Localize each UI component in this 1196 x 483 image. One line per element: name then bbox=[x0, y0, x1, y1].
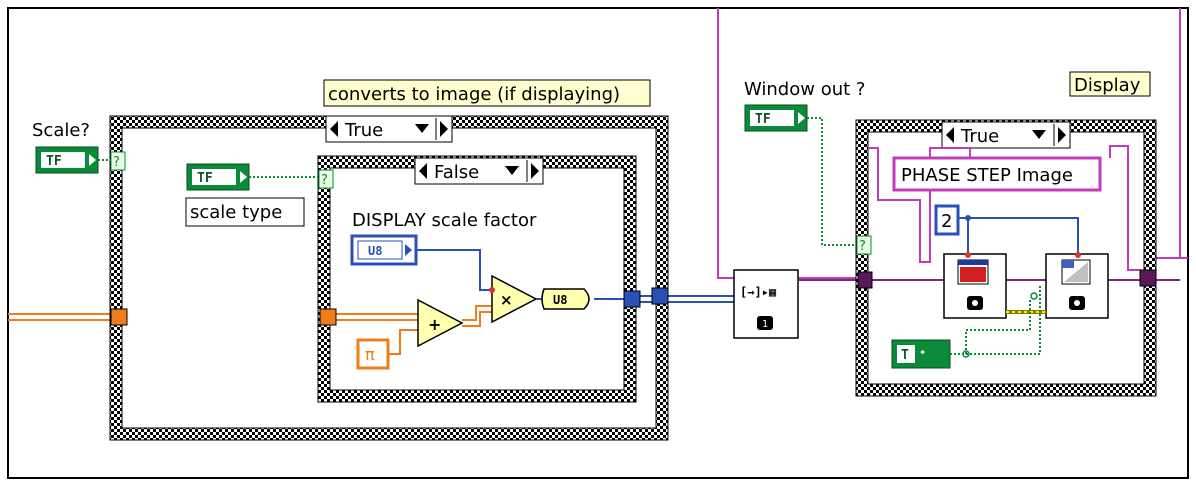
svg-text:π: π bbox=[365, 345, 375, 364]
svg-text:TF: TF bbox=[755, 112, 771, 127]
case-selector-outer[interactable]: True bbox=[325, 115, 453, 143]
comment-converts: converts to image (if displaying) bbox=[323, 79, 651, 107]
window-out-boolean-control[interactable]: TF bbox=[744, 104, 808, 132]
add-primitive[interactable]: + bbox=[417, 298, 464, 348]
pi-constant: π bbox=[356, 338, 390, 370]
svg-text:+: + bbox=[428, 315, 441, 334]
svg-text:[→]▸▦: [→]▸▦ bbox=[740, 285, 777, 299]
svg-text:1: 1 bbox=[762, 319, 768, 330]
tunnel-inner-right bbox=[623, 290, 641, 308]
tunnel-right-out bbox=[1139, 269, 1157, 287]
true-constant: T ᐩ bbox=[891, 339, 951, 369]
to-u8-conversion[interactable]: U8 bbox=[541, 288, 590, 310]
tunnel-outer-right bbox=[651, 287, 669, 305]
blue-wire-output bbox=[594, 295, 734, 303]
scale-type-boolean-control[interactable]: TF bbox=[186, 163, 250, 191]
inner-case-selector-terminal: ? bbox=[318, 169, 334, 189]
scale-boolean-control[interactable]: TF bbox=[35, 146, 99, 174]
right-case-selector-terminal: ? bbox=[856, 235, 872, 255]
comment-display: Display bbox=[1069, 71, 1151, 97]
case-selector-outer-label: True bbox=[344, 120, 383, 141]
window-out-label: Window out ? bbox=[744, 79, 865, 100]
svg-text:×: × bbox=[500, 291, 513, 309]
scale-type-label: scale type bbox=[185, 197, 305, 227]
two-wire-b bbox=[968, 217, 1079, 254]
orange-wire-add-to-mult bbox=[462, 305, 492, 327]
window-setup-subvi[interactable] bbox=[1045, 252, 1109, 319]
svg-text:?: ? bbox=[113, 155, 120, 170]
svg-text:U8: U8 bbox=[553, 293, 567, 307]
svg-text:U8: U8 bbox=[368, 244, 382, 258]
window-out-wire bbox=[807, 117, 856, 246]
bool-wires-right bbox=[950, 286, 1041, 358]
multiply-primitive[interactable]: × bbox=[489, 274, 538, 324]
array-to-image-subvi[interactable]: [→]▸▦ 1 bbox=[733, 269, 799, 339]
comment-display-text: Display bbox=[1074, 75, 1141, 96]
diagram-border bbox=[7, 7, 1189, 479]
svg-text:?: ? bbox=[859, 239, 866, 254]
display-scale-factor-control[interactable]: U8 bbox=[350, 234, 418, 266]
display-scale-factor-label: DISPLAY scale factor bbox=[352, 210, 537, 231]
phase-step-image-constant: PHASE STEP Image bbox=[892, 156, 1102, 192]
svg-text:PHASE STEP Image: PHASE STEP Image bbox=[901, 165, 1073, 186]
pink-wire-inside bbox=[868, 145, 1140, 271]
window-draw-subvi[interactable] bbox=[943, 252, 1007, 319]
comment-converts-text: converts to image (if displaying) bbox=[328, 84, 620, 105]
tunnel-outer-left bbox=[110, 308, 128, 326]
svg-text:?: ? bbox=[321, 173, 328, 188]
outer-case-selector-terminal: ? bbox=[110, 151, 126, 171]
svg-text:TF: TF bbox=[197, 171, 213, 186]
scale-factor-wire bbox=[416, 249, 492, 291]
case-selector-inner[interactable]: False bbox=[414, 157, 544, 185]
constant-two: 2 bbox=[934, 204, 960, 236]
orange-wire-inner bbox=[330, 313, 418, 321]
case-selector-right[interactable]: True bbox=[941, 121, 1071, 149]
scale-label: Scale? bbox=[32, 120, 90, 141]
svg-text:2: 2 bbox=[941, 211, 952, 232]
svg-text:ᐩ: ᐩ bbox=[920, 348, 925, 363]
svg-text:TF: TF bbox=[46, 154, 62, 169]
tunnel-right-in bbox=[857, 271, 873, 289]
case-selector-inner-label: False bbox=[434, 162, 479, 183]
tunnel-inner-left bbox=[319, 308, 337, 326]
pi-wire bbox=[388, 329, 418, 355]
svg-text:scale type: scale type bbox=[190, 202, 282, 223]
svg-text:T: T bbox=[901, 348, 909, 363]
case-selector-right-label: True bbox=[960, 126, 999, 147]
